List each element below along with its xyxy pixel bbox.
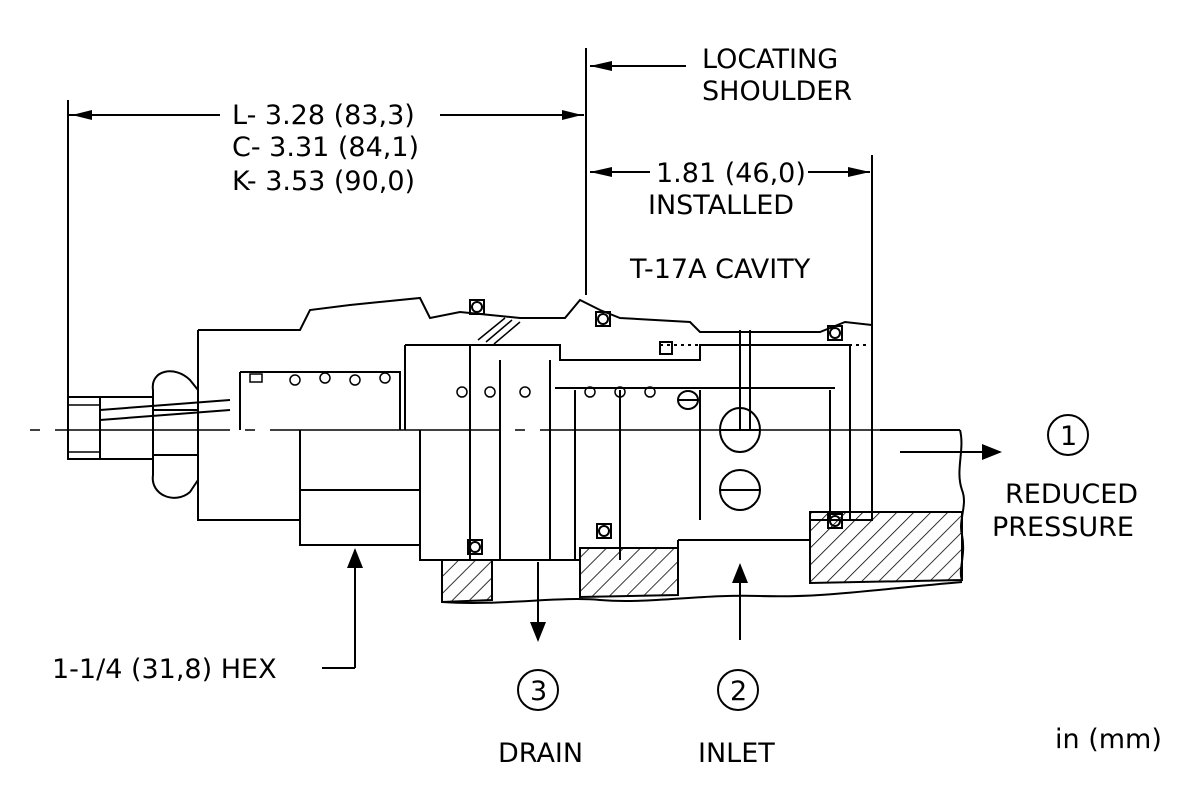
port-3-circle: [517, 669, 559, 711]
dim-overall-c: C- 3.31 (84,1): [232, 132, 419, 163]
port-2-number: 2: [730, 676, 747, 707]
installed-dimension-value: 1.81 (46,0): [656, 158, 806, 189]
spring-coils-lower: [456, 386, 656, 398]
installed-label: INSTALLED: [648, 190, 794, 221]
port-3-number: 3: [530, 676, 547, 707]
spring-coils-upper: [249, 372, 391, 386]
installed-dimension: [590, 155, 873, 325]
port-1-label-line-1: REDUCED: [1005, 479, 1138, 510]
inlet-orifices: [677, 390, 761, 511]
manifold-body: [441, 429, 965, 604]
port-2-label: INLET: [698, 738, 775, 769]
dim-overall-l: L- 3.28 (83,3): [232, 100, 415, 131]
port-3-label: DRAIN: [498, 738, 583, 769]
cavity-label: T-17A CAVITY: [629, 254, 811, 285]
locating-label-1: LOCATING: [702, 44, 838, 75]
locating-label-2: SHOULDER: [702, 76, 852, 107]
overall-length-dimension: [67, 100, 584, 400]
seal-rings: [467, 299, 843, 555]
hex-label: 1-1/4 (31,8) HEX: [52, 654, 277, 685]
port-1-label-line-2: PRESSURE: [992, 512, 1134, 543]
dim-overall-k: K- 3.53 (90,0): [232, 166, 415, 197]
port-1-number: 1: [1060, 421, 1077, 452]
locating-shoulder-leader: [585, 48, 686, 295]
port-1-circle: [1047, 414, 1089, 456]
units-label: in (mm): [1055, 724, 1162, 755]
hex-leader: [322, 548, 363, 669]
valve-cartridge: [67, 296, 873, 561]
port-2-circle: [717, 669, 759, 711]
